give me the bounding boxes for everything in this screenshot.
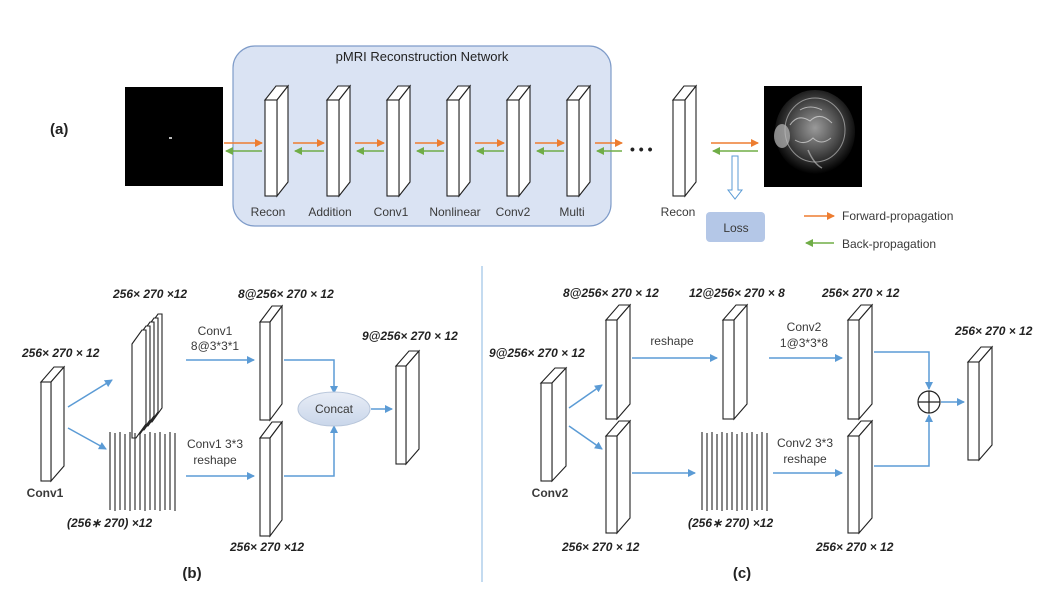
concat-node	[297, 391, 371, 427]
c-line-vectors	[701, 432, 768, 511]
b-top-out-slab	[258, 304, 284, 422]
b-top-op: Conv1	[198, 324, 233, 338]
concat-label: Concat	[315, 402, 354, 416]
layer-conv2	[505, 84, 532, 198]
c-input-slab	[539, 366, 568, 483]
loss-label: Loss	[723, 221, 748, 235]
c-reshaped-dim: 12@256× 270 × 8	[689, 286, 785, 300]
layer-nonlinear	[445, 84, 472, 198]
c-final-dim: 256× 270 × 12	[954, 324, 1033, 338]
layer-label: Recon	[251, 205, 286, 219]
b-bottom-op-sub: reshape	[193, 453, 237, 467]
layer-conv1	[385, 84, 412, 198]
b-stack-dim: 256× 270 ×12	[112, 287, 187, 301]
b-final-dim: 9@256× 270 × 12	[362, 329, 458, 343]
loss-arrow	[726, 155, 744, 200]
loss-box	[706, 212, 765, 242]
layer-addition	[325, 84, 352, 198]
layer-multi	[565, 84, 592, 198]
b-top-out-dim: 8@256× 270 × 12	[238, 287, 334, 301]
ellipsis: • • •	[630, 141, 653, 157]
c-top-dim: 8@256× 270 × 12	[563, 286, 659, 300]
c-input-name: Conv2	[532, 486, 569, 500]
layer-labels: Recon Addition Conv1 Nonlinear Conv2 Mul…	[251, 205, 696, 219]
b-top-op-sub: 8@3*3*1	[191, 339, 240, 353]
c-lines-dim: (256∗ 270) ×12	[688, 516, 773, 530]
legend-backward: Back-propagation	[842, 237, 936, 251]
network-box	[232, 45, 612, 227]
b-lines-dim: (256∗ 270) ×12	[67, 516, 152, 530]
panel-a-label: (a)	[50, 121, 68, 138]
b-line-vectors	[109, 432, 176, 511]
c-bottom-slab	[604, 419, 632, 535]
input-kspace-image	[125, 87, 223, 186]
c-top-op: Conv2	[787, 320, 822, 334]
c-reshape-label: reshape	[650, 334, 694, 348]
b-bottom-out-dim: 256× 270 ×12	[229, 540, 304, 554]
c-top-out-slab	[846, 303, 874, 421]
legend: Forward-propagation Back-propagation	[804, 209, 953, 251]
panel-c-label: (c)	[733, 565, 751, 582]
b-bottom-out-slab	[258, 420, 284, 538]
c-reshaped-slab	[721, 303, 749, 421]
panel-c: 9@256× 270 × 12 8@256× 270 × 12 12@256× …	[489, 286, 1033, 582]
layer-label: Conv1	[374, 205, 409, 219]
layer-label: Multi	[559, 205, 584, 219]
output-layer-label: Recon	[661, 205, 696, 219]
c-bottom-op: Conv2 3*3	[777, 436, 833, 450]
b-input-slab	[39, 365, 66, 483]
c-top-slab	[604, 303, 632, 421]
network-title: pMRI Reconstruction Network	[336, 49, 509, 64]
c-bottom-out-slab	[846, 419, 874, 535]
b-input-name: Conv1	[27, 486, 64, 500]
legend-forward: Forward-propagation	[842, 209, 953, 223]
c-final-slab	[966, 345, 994, 462]
b-input-dim: 256× 270 × 12	[21, 346, 100, 360]
c-bottom-dim: 256× 270 × 12	[561, 540, 640, 554]
b-stacked-slabs	[131, 313, 163, 439]
c-bottom-op-sub: reshape	[783, 452, 827, 466]
c-top-out-dim: 256× 270 × 12	[821, 286, 900, 300]
b-bottom-op: Conv1 3*3	[187, 437, 243, 451]
layer-label: Conv2	[496, 205, 531, 219]
b-final-slab	[394, 349, 421, 466]
layer-recon	[263, 84, 290, 198]
c-top-op-sub: 1@3*3*8	[780, 336, 829, 350]
layer-label: Nonlinear	[429, 205, 480, 219]
c-input-dim: 9@256× 270 × 12	[489, 346, 585, 360]
sum-node	[917, 390, 941, 414]
panel-b: 256× 270 × 12 256× 270 ×12 8@256× 270 × …	[21, 287, 458, 582]
panel-b-label: (b)	[182, 565, 201, 582]
layer-label: Addition	[308, 205, 351, 219]
panel-a: (a) pMRI Reconstruction Network	[50, 45, 953, 251]
layer-output-recon	[671, 84, 698, 198]
c-bottom-out-dim: 256× 270 × 12	[815, 540, 894, 554]
